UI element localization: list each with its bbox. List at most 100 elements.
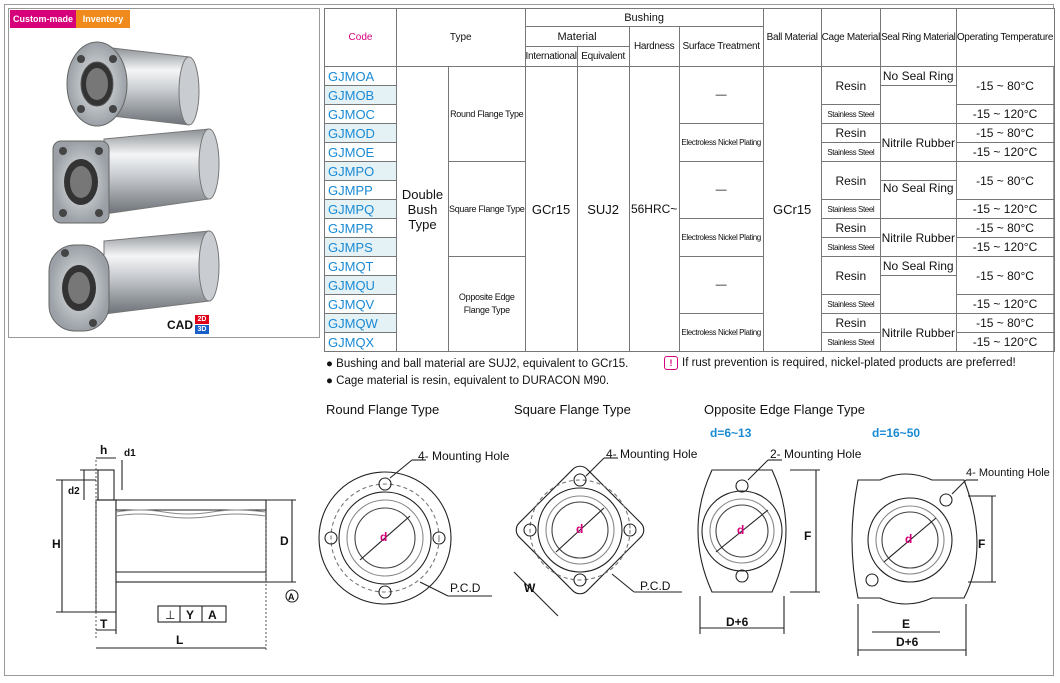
temp-120: -15 ~ 120°C [955,237,1055,257]
range-small: d=6~13 [710,426,752,440]
header-equivalent: Equivalent [576,46,630,67]
header-ball-material: Ball Material [762,8,822,67]
surface-none: — [678,161,764,219]
header-type: Type [396,8,526,67]
header-seal-material: Seal Ring Material [880,8,957,67]
header-code: Code [324,8,397,67]
custom-made-badge: Custom-made [10,10,76,28]
spec-table: Code Type Bushing Ball Material Cage Mat… [324,8,1055,352]
seal-none: No Seal Ring [880,66,957,86]
note-cage: ● Cage material is resin, equivalent to … [326,375,610,387]
product-photos [48,41,220,332]
warning-icon: ! [664,356,678,370]
code-cell[interactable]: GJMOD [324,123,397,143]
surface-none: — [678,66,764,124]
table-row: GJMQX Stainless Steel -15 ~ 120°C [324,332,1055,352]
square-flange-product-image [52,128,220,224]
note-rust: ! If rust prevention is required, nickel… [664,356,1016,370]
cage-stainless: Stainless Steel [820,332,882,352]
seal-nitrile: Nitrile Rubber [880,218,957,257]
material-international: GCr15 [524,66,578,352]
cage-stainless: Stainless Steel [820,294,882,314]
type-square-flange: Square Flange Type [448,161,526,257]
header-operating-temp: Operating Temperature [955,8,1055,67]
hardness-value: 56HRC~ [628,66,680,352]
header-cage-material: Cage Material [820,8,882,67]
cage-stainless: Stainless Steel [820,237,882,257]
cage-resin: Resin [820,161,882,200]
cage-stainless: Stainless Steel [820,199,882,219]
code-cell[interactable]: GJMOB [324,85,397,105]
range-large: d=16~50 [872,426,921,440]
temp-120: -15 ~ 120°C [955,332,1055,352]
cad-2d-tag: 2D [195,315,209,324]
cad-badge[interactable]: CAD 2D 3D [167,315,209,334]
product-photo-panel: Custom-made Inventory [8,8,320,338]
cage-resin: Resin [820,218,882,238]
table-row: GJMPQ Stainless Steel -15 ~ 120°C [324,199,1055,219]
inventory-badge: Inventory [76,10,130,28]
code-cell[interactable]: GJMQX [324,332,397,352]
header-international: International [524,46,578,67]
code-cell[interactable]: GJMOA [324,66,397,86]
round-flange-title: Round Flange Type [326,402,440,417]
cage-resin: Resin [820,256,882,295]
code-cell[interactable]: GJMQV [324,294,397,314]
surface-enp: Electroless Nickel Plating [678,313,764,352]
temp-120: -15 ~ 120°C [955,294,1055,314]
header-hardness: Hardness [628,26,680,67]
table-row: GJMQV Stainless Steel -15 ~ 120°C [324,294,1055,314]
round-flange-product-image [66,41,200,127]
table-row: GJMQW Electroless Nickel Plating Resin N… [324,313,1055,352]
seal-nitrile: Nitrile Rubber [880,313,957,352]
code-cell[interactable]: GJMPO [324,161,397,181]
type-round-flange: Round Flange Type [448,66,526,162]
surface-none: — [678,256,764,314]
code-cell[interactable]: GJMQU [324,275,397,295]
temp-80: -15 ~ 80°C [955,66,1055,105]
notes: ● Bushing and ball material are SUJ2, eq… [326,356,628,390]
cage-resin: Resin [820,313,882,333]
header-surface-treatment: Surface Treatment [678,26,764,67]
table-row: GJMOE Stainless Steel -15 ~ 120°C [324,142,1055,162]
temp-80: -15 ~ 80°C [955,123,1055,143]
square-flange-title: Square Flange Type [514,402,631,417]
temp-80: -15 ~ 80°C [955,313,1055,333]
temp-80: -15 ~ 80°C [955,161,1055,200]
code-cell[interactable]: GJMPS [324,237,397,257]
table-row: GJMPS Stainless Steel -15 ~ 120°C [324,237,1055,257]
code-cell[interactable]: GJMQT [324,256,397,276]
material-equivalent: SUJ2 [576,66,630,352]
note-material: ● Bushing and ball material are SUJ2, eq… [326,358,629,370]
temp-80: -15 ~ 80°C [955,218,1055,238]
seal-nitrile: Nitrile Rubber [880,123,957,162]
code-cell[interactable]: GJMPP [324,180,397,200]
header-material: Material [524,26,630,47]
temp-120: -15 ~ 120°C [955,104,1055,124]
table-row: GJMPR Electroless Nickel Plating Resin N… [324,218,1055,257]
code-cell[interactable]: GJMPR [324,218,397,238]
cage-stainless: Stainless Steel [820,104,882,124]
header-bushing: Bushing [524,8,764,27]
table-row: GJMOA Double Bush Type Round Flange Type… [324,66,1055,352]
cage-resin: Resin [820,66,882,105]
seal-none: No Seal Ring [880,180,957,219]
temp-120: -15 ~ 120°C [955,199,1055,219]
opposite-flange-title: Opposite Edge Flange Type [704,402,865,417]
temp-80: -15 ~ 80°C [955,256,1055,295]
cage-stainless: Stainless Steel [820,142,882,162]
table-row: GJMQU [324,275,1055,314]
code-cell[interactable]: GJMOC [324,104,397,124]
surface-enp: Electroless Nickel Plating [678,123,764,162]
opposite-flange-product-image [48,230,220,332]
code-cell[interactable]: GJMOE [324,142,397,162]
ball-material-value: GCr15 [762,66,822,352]
type-opposite-flange: Opposite Edge Flange Type [448,256,526,352]
cage-resin: Resin [820,123,882,143]
code-cell[interactable]: GJMPQ [324,199,397,219]
seal-none: No Seal Ring [880,256,957,276]
code-cell[interactable]: GJMQW [324,313,397,333]
temp-120: -15 ~ 120°C [955,142,1055,162]
cad-label: CAD [167,317,193,332]
type-double-bush: Double Bush Type [396,66,449,352]
